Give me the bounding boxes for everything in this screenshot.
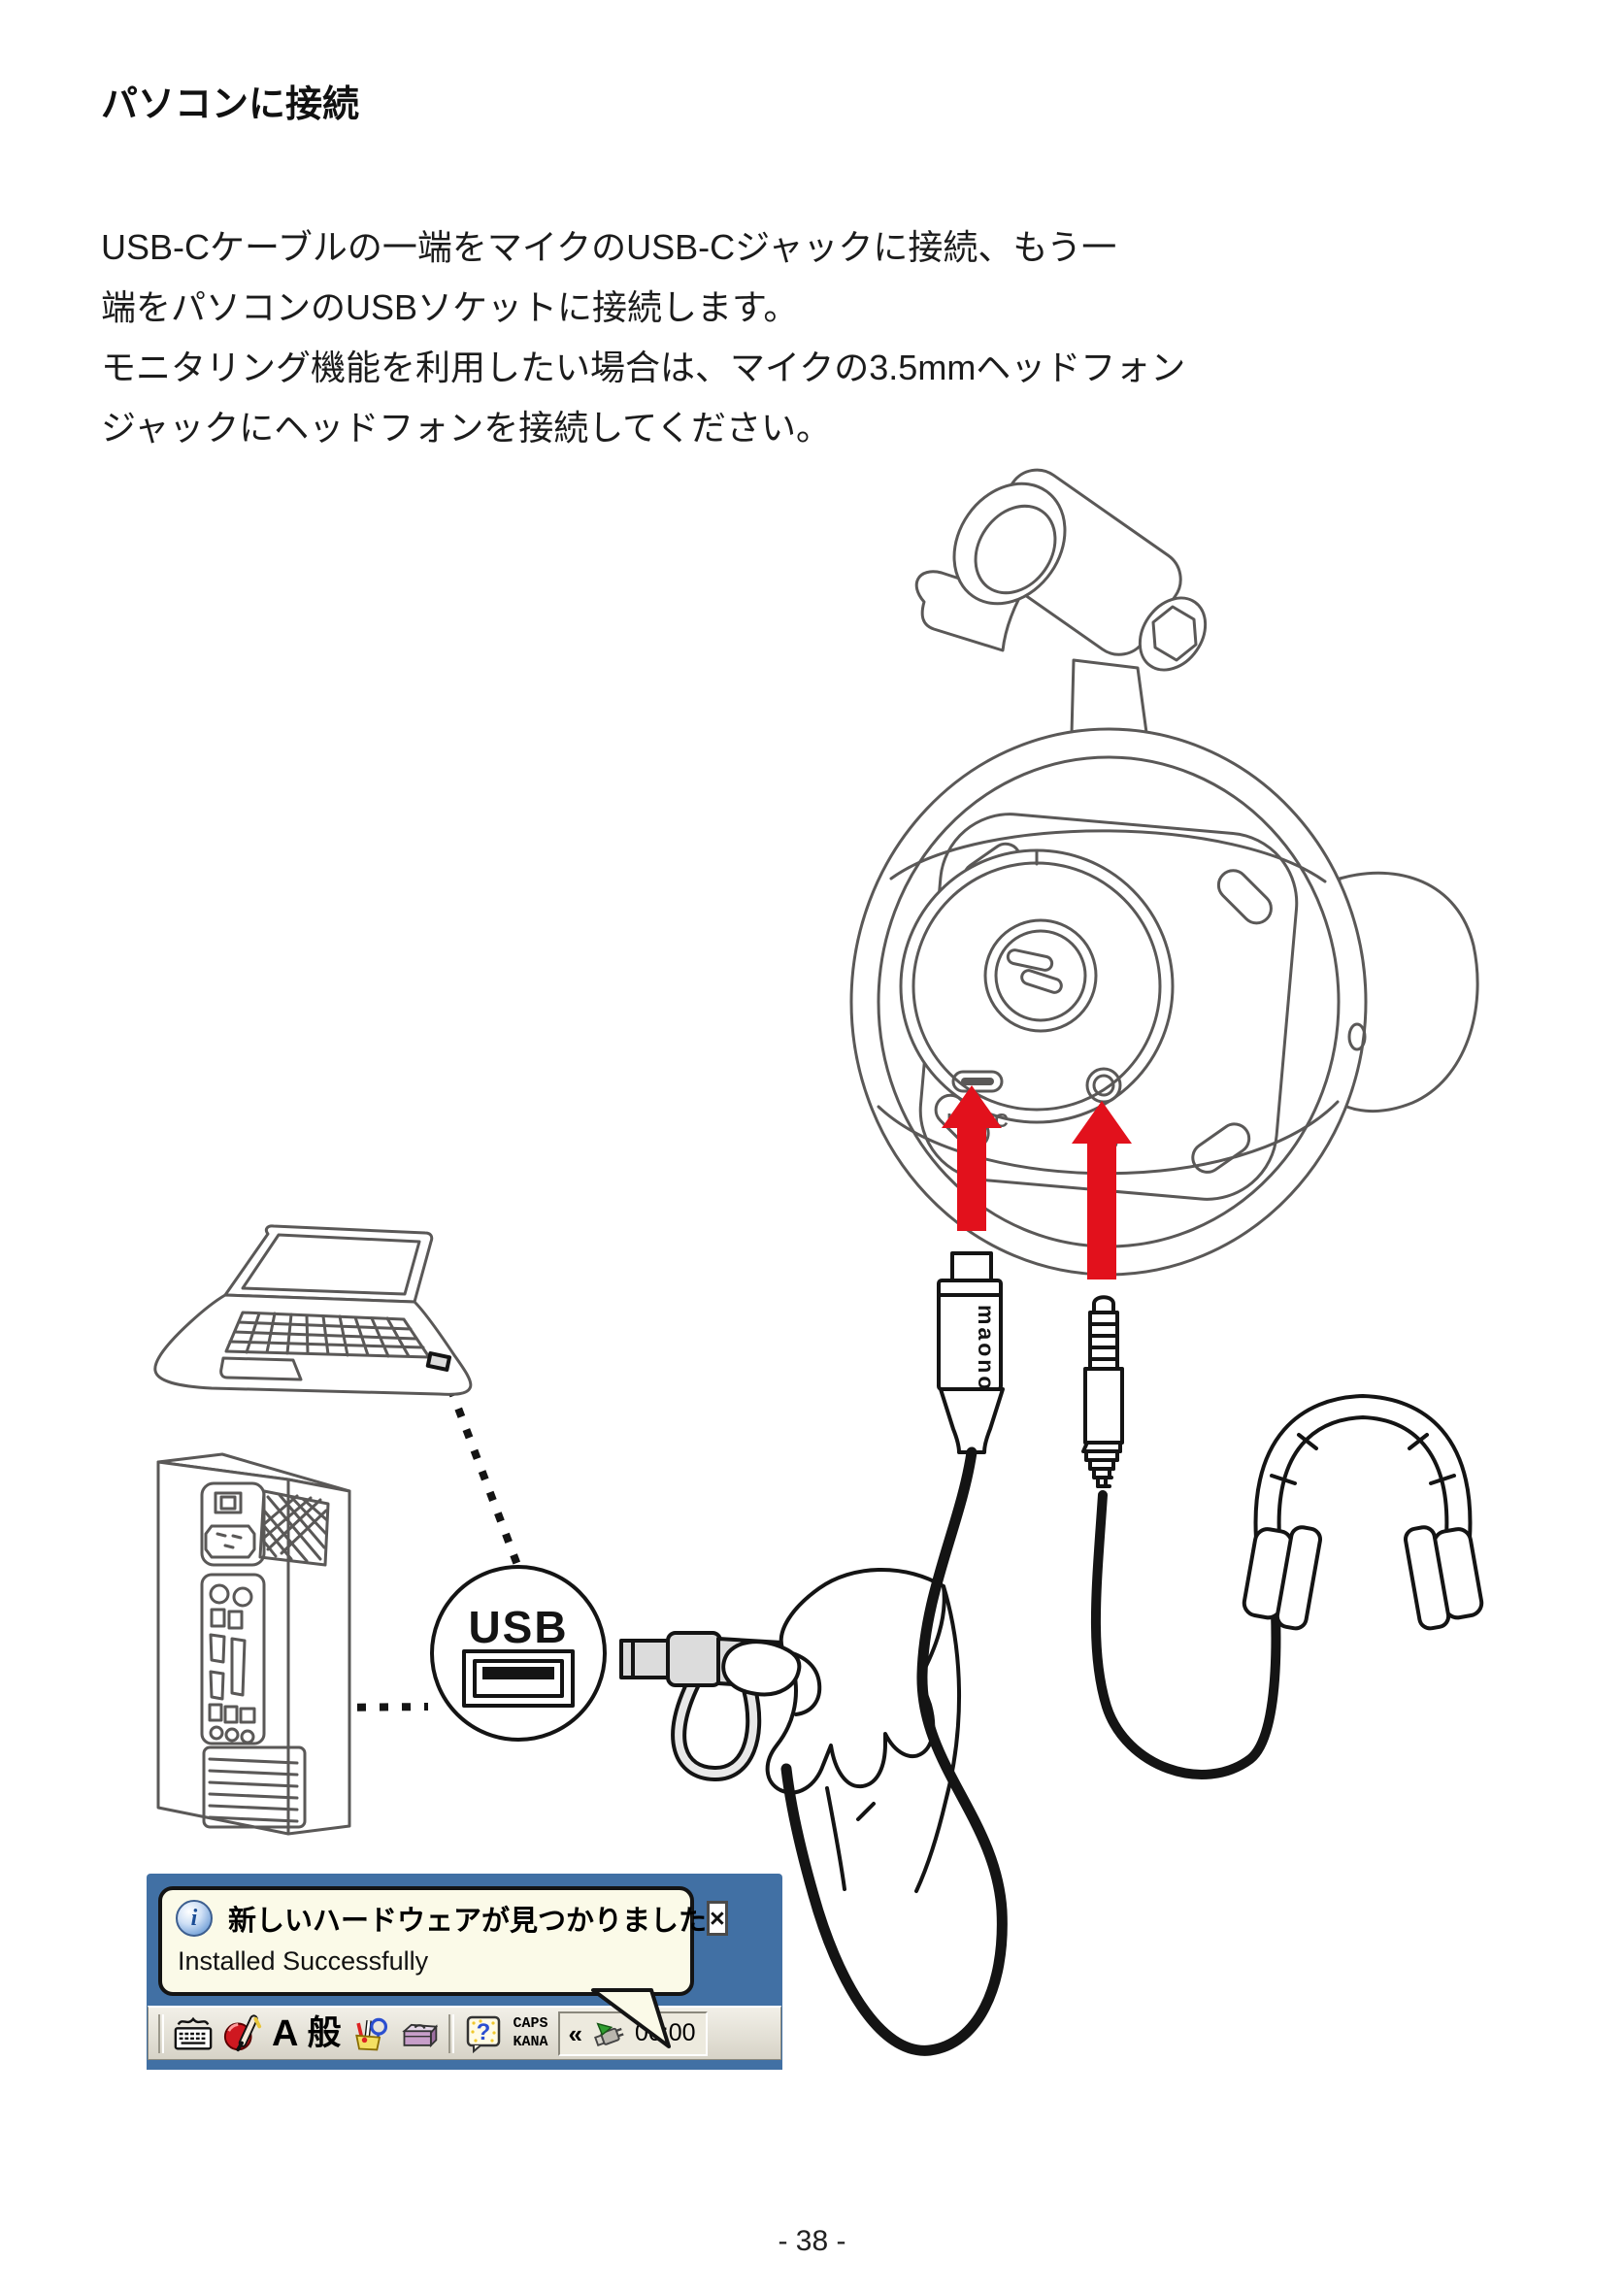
audio-cable: [1090, 1490, 1281, 1779]
usb-port-callout: USB: [430, 1565, 607, 1742]
usb-c-cable: [780, 1446, 1008, 2056]
usb-c-cable-connector: maono: [780, 1251, 1008, 2056]
laptop-illustration: [153, 1224, 473, 1396]
toolbox-icon[interactable]: [399, 2013, 440, 2054]
os-notification-screenshot: i 新しいハードウェアが見つかりました × Installed Successf…: [147, 1874, 782, 2070]
hand-with-usb-cable: [619, 1568, 961, 1893]
instruction-line: モニタリング機能を利用したい場合は、マイクの3.5mmヘッドフォン: [101, 348, 1186, 387]
usb-port-icon: [482, 1667, 554, 1679]
instruction-line: USB-Cケーブルの一端をマイクのUSB-Cジャックに接続、もう一: [101, 227, 1117, 267]
ime-conversion-mode-button[interactable]: 般: [307, 2014, 342, 2052]
ime-pen-icon[interactable]: [222, 2013, 263, 2054]
microphone-illustration: USB-C: [849, 468, 1479, 1277]
desktop-tower-illustration: [156, 1452, 351, 1836]
audio-jack-plug: [1081, 1295, 1281, 1779]
help-icon[interactable]: ?: [463, 2013, 504, 2054]
info-icon: i: [176, 1900, 213, 1937]
caps-kana-indicator[interactable]: CAPS KANA: [513, 2014, 548, 2050]
usb-callout-label: USB: [468, 1602, 568, 1652]
instruction-line: 端をパソコンのUSBソケットに接続します。: [101, 287, 799, 327]
notification-balloon: i 新しいハードウェアが見つかりました × Installed Successf…: [158, 1886, 728, 1996]
notification-message: Installed Successfully: [178, 1946, 429, 1976]
notification-title: 新しいハードウェアが見つかりました: [228, 1906, 708, 1937]
tray-chevron-button[interactable]: «: [568, 2018, 582, 2048]
instruction-line: ジャックにヘッドフォンを接続してください。: [101, 408, 832, 448]
cable-brand-label: maono: [974, 1305, 999, 1392]
taskbar-separator: [448, 2013, 455, 2053]
usb-c-arrow-icon: [942, 1085, 1002, 1231]
ime-tools-icon[interactable]: [349, 2013, 390, 2054]
usb-a-plug: [619, 1639, 672, 1679]
taskbar-separator: [158, 2013, 164, 2053]
instruction-paragraph: USB-Cケーブルの一端をマイクのUSB-Cジャックに接続、もう一 端をパソコン…: [101, 217, 1185, 458]
page-number: - 38 -: [778, 2225, 846, 2257]
svg-text:?: ?: [477, 2019, 491, 2045]
close-button[interactable]: ×: [707, 1901, 728, 1936]
tray-device-icon[interactable]: [591, 2016, 626, 2051]
keyboard-icon[interactable]: [173, 2013, 214, 2054]
ime-input-mode-button[interactable]: A: [272, 2012, 299, 2054]
headphones-illustration: [1242, 1394, 1484, 1631]
headphone-arrow-icon: [1072, 1101, 1132, 1279]
balloon-tail: [591, 1988, 671, 2048]
dotted-line-laptop-to-usb: [439, 1365, 521, 1567]
page-title: パソコンに接続: [101, 84, 360, 125]
